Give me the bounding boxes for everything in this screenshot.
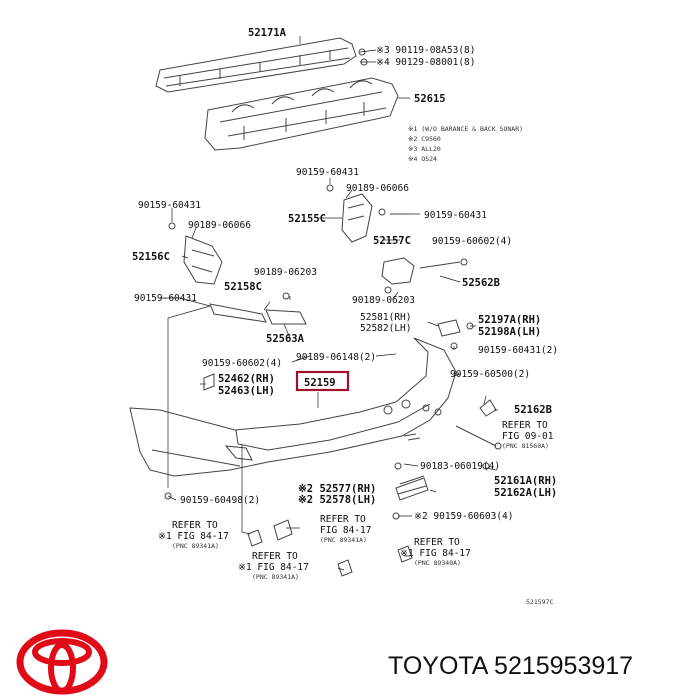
label-52155c: 52155C <box>288 213 326 225</box>
label-90119: ※3 90119-08A53(8) <box>376 45 475 56</box>
label-52463: 52463(LH) <box>218 385 275 397</box>
label-90159-60431-mid: 90159-60431 <box>134 293 197 304</box>
refer-a-line3: (PNC 81560A) <box>502 442 549 450</box>
bracket-52155c <box>326 184 410 243</box>
label-52563a: 52563A <box>266 333 305 345</box>
refer-a-line2[interactable]: FIG 09-01 <box>502 431 554 442</box>
side-bracket-52197a <box>437 319 474 350</box>
label-90189-06066-right: 90189-06066 <box>346 183 409 194</box>
label-52156c: 52156C <box>132 251 170 263</box>
parking-sensors <box>247 519 413 577</box>
toyota-logo-icon <box>16 629 108 695</box>
label-90159-60603: ※2 90159-60603(4) <box>414 511 513 522</box>
refer-c-line2[interactable]: FIG 84-17 <box>320 525 371 536</box>
refer-a-line1[interactable]: REFER TO <box>502 420 548 431</box>
label-90159-60431-top: 90159-60431 <box>296 167 359 178</box>
note-4: ※4 OS24 <box>408 155 437 163</box>
rear-bumper-absorber <box>204 77 399 151</box>
label-52578: ※2 52578(LH) <box>298 494 376 506</box>
refer-d-line1[interactable]: REFER TO <box>252 551 298 562</box>
refer-b-line2[interactable]: ※1 FIG 84-17 <box>158 531 229 542</box>
label-90159-60431-side: 90159-60431(2) <box>478 345 558 356</box>
refer-c-line1[interactable]: REFER TO <box>320 514 366 525</box>
refer-d-line2[interactable]: ※1 FIG 84-17 <box>238 562 309 573</box>
label-90159-60498: 90159-60498(2) <box>180 495 260 506</box>
lower-retainers <box>164 399 502 520</box>
label-90159-60431-left: 90159-60431 <box>138 200 201 211</box>
refer-b-line1[interactable]: REFER TO <box>172 520 218 531</box>
note-1: ※1 (W/O BARANCE & BACK SONAR) <box>408 125 523 133</box>
label-52197a: 52197A(RH) <box>478 314 541 326</box>
label-52158c: 52158C <box>224 281 262 293</box>
label-52562b: 52562B <box>462 277 500 289</box>
label-90189-06148: 90189-06148(2) <box>296 352 376 363</box>
refer-e-line1[interactable]: REFER TO <box>414 537 460 548</box>
label-90159-60602-top: 90159-60602(4) <box>432 236 512 247</box>
label-52462: 52462(RH) <box>218 373 275 385</box>
refer-c-line3: (PNC 89341A) <box>320 536 367 544</box>
label-90159-60500: 90159-60500(2) <box>450 369 530 380</box>
label-90159-60602-bottom: 90159-60602(4) <box>202 358 282 369</box>
label-52198a: 52198A(LH) <box>478 326 541 338</box>
label-52615: 52615 <box>414 93 446 105</box>
diagram-id: 521597C <box>526 598 553 606</box>
rear-bumper-reinforcement <box>155 37 368 93</box>
label-90159-60431-right: 90159-60431 <box>424 210 487 221</box>
label-90189-06066-left: 90189-06066 <box>188 220 251 231</box>
label-90189-06203-bottom: 90189-06203 <box>352 295 415 306</box>
refer-e-line2[interactable]: ※1 FIG 84-17 <box>400 548 471 559</box>
brand-title: TOYOTA 5215953917 <box>388 652 634 680</box>
refer-e-line3: (PNC 89340A) <box>414 559 461 567</box>
label-52157c: 52157C <box>373 235 411 247</box>
label-52162a: 52162A(LH) <box>494 487 557 499</box>
label-52171a: 52171A <box>248 27 287 39</box>
reflector-52462 <box>203 373 215 391</box>
bracket-52156c <box>168 222 223 285</box>
label-90183: 90183-06019(4) <box>420 461 500 472</box>
label-52162b: 52162B <box>514 404 552 416</box>
leader-lines <box>160 36 498 571</box>
highlight-box-52159 <box>295 370 350 392</box>
label-52577: ※2 52577(RH) <box>298 483 376 495</box>
note-3: ※3 ALL20 <box>408 145 441 153</box>
retainer-52562b <box>381 257 468 294</box>
side-retainers <box>209 292 307 325</box>
label-52582: 52582(LH) <box>360 323 411 334</box>
rear-bumper-cover <box>129 337 457 477</box>
label-52581: 52581(RH) <box>360 312 411 323</box>
label-52161a: 52161A(RH) <box>494 475 557 487</box>
label-90129: ※4 90129-08001(8) <box>376 57 475 68</box>
label-52159: 52159 <box>304 377 336 389</box>
label-90189-06203-top: 90189-06203 <box>254 267 317 278</box>
refer-d-line3: (PNC 89341A) <box>252 573 299 581</box>
refer-b-line3: (PNC 89341A) <box>172 542 219 550</box>
note-2: ※2 C9560 <box>408 135 441 143</box>
